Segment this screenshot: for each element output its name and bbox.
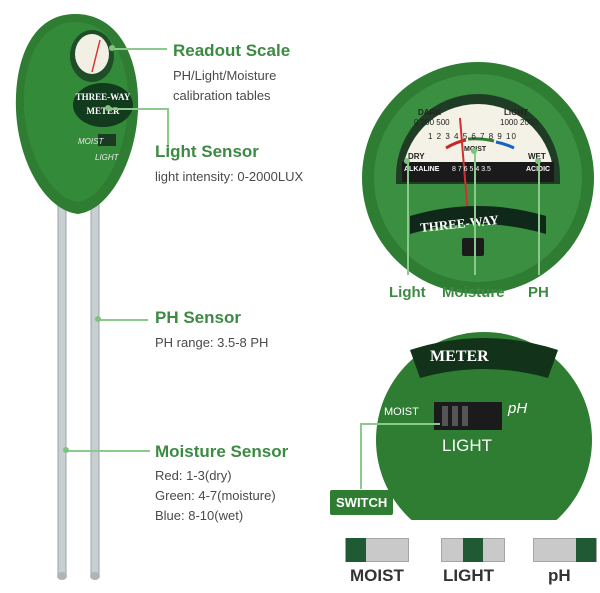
readout-dot <box>109 45 115 51</box>
mode-ph-knob <box>576 538 596 562</box>
readout-leader-line <box>112 48 167 50</box>
dial-ph-pointer <box>538 160 540 275</box>
dial-drawing <box>362 62 594 294</box>
mode-light-bar <box>441 538 505 562</box>
moisture-title: Moisture Sensor <box>155 442 289 461</box>
dial-dry-label: DRY <box>408 152 425 161</box>
switch-ph-label: pH <box>508 400 528 417</box>
mode-ph-label: pH <box>548 566 571 585</box>
mode-light-label: LIGHT <box>443 566 494 585</box>
dial-moist-numbers: 1 2 3 4 5 6 7 8 9 10 <box>428 132 517 141</box>
dial-moisture-pointer <box>474 150 476 275</box>
light-desc: light intensity: 0-2000LUX <box>155 169 304 184</box>
light-dot <box>105 105 111 111</box>
switch-brand: METER <box>430 348 489 365</box>
ph-leader-line <box>98 319 148 321</box>
moisture-dot <box>63 447 69 453</box>
switch-tag: SWITCH <box>330 490 394 515</box>
dial-label-moisture: Moisture <box>442 284 505 301</box>
dial-alkaline-label: ALKALINE <box>404 166 440 173</box>
dial-wet-label: WET <box>528 152 546 161</box>
mode-moist-label: MOIST <box>350 566 404 585</box>
ph-desc: PH range: 3.5-8 PH <box>155 335 269 350</box>
mode-moist-bar <box>345 538 409 562</box>
switch-detail: METER MOIST pH LIGHT <box>372 330 596 548</box>
readout-desc-1: PH/Light/Moisture <box>173 68 277 83</box>
switch-light-label: LIGHT <box>442 436 493 455</box>
light-title: Light Sensor <box>155 142 259 161</box>
moisture-desc-red: Red: 1-3(dry) <box>155 468 232 483</box>
dial-moisture-dot <box>471 148 477 154</box>
svg-text:MOIST: MOIST <box>78 137 104 146</box>
readout-desc-2: calibration tables <box>173 88 271 103</box>
dial-label-ph: PH <box>528 284 549 301</box>
moisture-leader-line <box>66 450 150 452</box>
switch-drawing <box>376 332 592 548</box>
dial-ph-dot <box>535 158 541 164</box>
switch-leader-h <box>360 423 440 425</box>
dial-light-pointer <box>407 160 409 275</box>
mode-light-knob <box>463 538 483 562</box>
dial-dark-label: DARK <box>418 108 442 117</box>
mode-moist-knob <box>346 538 366 562</box>
dial-detail: DARK 0 200 500 LIGHT 1000 2000 1 2 3 4 5… <box>356 56 596 296</box>
moisture-desc-green: Green: 4-7(moisture) <box>155 488 276 503</box>
svg-text:LIGHT: LIGHT <box>95 153 120 162</box>
soil-meter-device: THREE-WAY METER MOIST LIGHT <box>0 0 150 588</box>
device-drawing: THREE-WAY METER MOIST LIGHT <box>15 14 139 580</box>
moisture-desc-blue: Blue: 8-10(wet) <box>155 508 244 523</box>
dial-light-scale-low: 0 200 500 <box>414 118 450 127</box>
switch-leader-v <box>360 423 362 489</box>
light-leader-line-h <box>108 108 168 110</box>
dial-label-light: Light <box>389 284 426 301</box>
mode-ph-bar <box>533 538 597 562</box>
dial-light-label: LIGHT <box>504 108 528 117</box>
ph-dot <box>95 316 101 322</box>
dial-ph-numbers: 8 7 6 5 4 3.5 <box>452 166 491 173</box>
svg-text:METER: METER <box>86 106 120 116</box>
svg-text:THREE-WAY: THREE-WAY <box>76 92 131 102</box>
dial-light-dot <box>404 158 410 164</box>
ph-title: PH Sensor <box>155 308 241 327</box>
light-leader-line-v <box>167 108 169 150</box>
readout-title: Readout Scale <box>173 41 291 60</box>
switch-moist-label: MOIST <box>384 406 419 418</box>
dial-light-scale-high: 1000 2000 <box>500 118 538 127</box>
